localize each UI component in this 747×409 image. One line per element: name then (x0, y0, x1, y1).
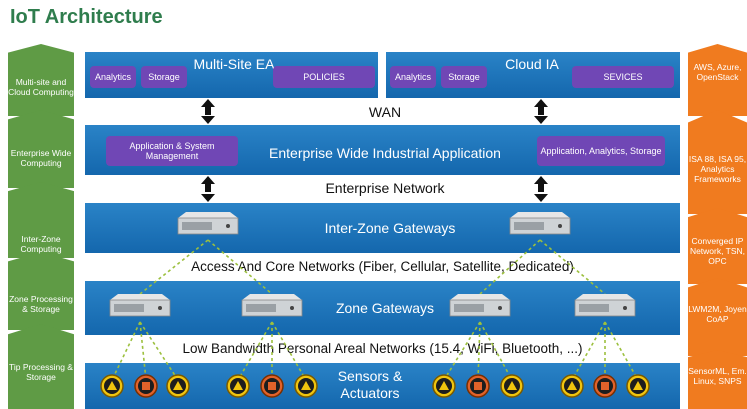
right-tier-1 (688, 44, 747, 116)
app-analytics-storage-pill: Application, Analytics, Storage (537, 136, 665, 166)
sensor-icon (432, 374, 456, 398)
ea-storage-pill: Storage (141, 66, 187, 88)
wan-label: WAN (368, 104, 402, 120)
left-label-tip: Tip Processing & Storage (9, 362, 73, 382)
left-tier-1 (8, 44, 74, 116)
app-system-mgmt-pill: Application & System Management (106, 136, 238, 166)
ia-analytics-pill: Analytics (390, 66, 436, 88)
server-icon (573, 292, 637, 327)
diagram-title: IoT Architecture (10, 6, 163, 28)
ia-storage-pill: Storage (441, 66, 487, 88)
sensor-icon (100, 374, 124, 398)
left-label-multisite: Multi-site and Cloud Computing (8, 77, 74, 97)
right-label-isa: ISA 88, ISA 95, Analytics Frameworks (688, 154, 747, 184)
left-tier-3 (8, 182, 74, 258)
arrow-icon (534, 176, 548, 202)
access-networks-label: Access And Core Networks (Fiber, Cellula… (191, 259, 574, 274)
arrow-icon (201, 176, 215, 202)
left-label-zone: Zone Processing & Storage (9, 294, 73, 314)
left-label-enterprise: Enterprise Wide Computing (10, 148, 72, 168)
server-icon (240, 292, 304, 327)
enterprise-network-label: Enterprise Network (325, 180, 445, 196)
right-tier-4 (688, 278, 747, 356)
actuator-icon (593, 374, 617, 398)
right-label-cloud: AWS, Azure, OpenStack (693, 62, 742, 82)
sensor-icon (226, 374, 250, 398)
left-tier-2 (8, 110, 74, 188)
actuator-icon (134, 374, 158, 398)
left-column: Multi-site and Cloud Computing Enterpris… (8, 44, 74, 409)
sensor-icon (560, 374, 584, 398)
sensor-icon (500, 374, 524, 398)
low-bandwidth-label: Low Bandwidth Personal Areal Networks (1… (182, 341, 583, 356)
zone-gateways-label: Zone Gateways (335, 300, 435, 316)
sensor-icon (294, 374, 318, 398)
actuator-icon (260, 374, 284, 398)
left-tier-4 (8, 252, 74, 330)
ea-policies-pill: POLICIES (273, 66, 375, 88)
actuator-icon (466, 374, 490, 398)
enterprise-band-title: Enterprise Wide Industrial Application (269, 145, 501, 161)
server-icon (176, 210, 240, 245)
arrow-icon (534, 99, 548, 124)
right-column: AWS, Azure, OpenStack ISA 88, ISA 95, An… (688, 44, 747, 409)
interzone-label: Inter-Zone Gateways (324, 220, 456, 236)
ea-analytics-pill: Analytics (90, 66, 136, 88)
left-label-interzone: Inter-Zone Computing (20, 234, 62, 254)
sensors-label: Sensors & Actuators (337, 368, 403, 401)
left-tier-5 (8, 324, 74, 409)
right-label-network: Converged IP Network, TSN, OPC (689, 236, 746, 266)
sensor-icon (626, 374, 650, 398)
right-label-lwm2m: LWM2M, Joyen CoAP (688, 304, 747, 324)
arrow-icon (201, 99, 215, 124)
server-icon (508, 210, 572, 245)
right-label-sensorml: SensorML, Em. Linux, SNPS (688, 366, 747, 386)
right-tier-5 (688, 350, 747, 409)
cloud-ia-title: Cloud IA (505, 56, 559, 72)
ia-services-pill: SEVICES (572, 66, 674, 88)
server-icon (448, 292, 512, 327)
right-tier-3 (688, 208, 747, 284)
sensor-icon (166, 374, 190, 398)
right-tier-2 (688, 110, 747, 214)
server-icon (108, 292, 172, 327)
multisite-ea-title: Multi-Site EA (193, 56, 275, 72)
